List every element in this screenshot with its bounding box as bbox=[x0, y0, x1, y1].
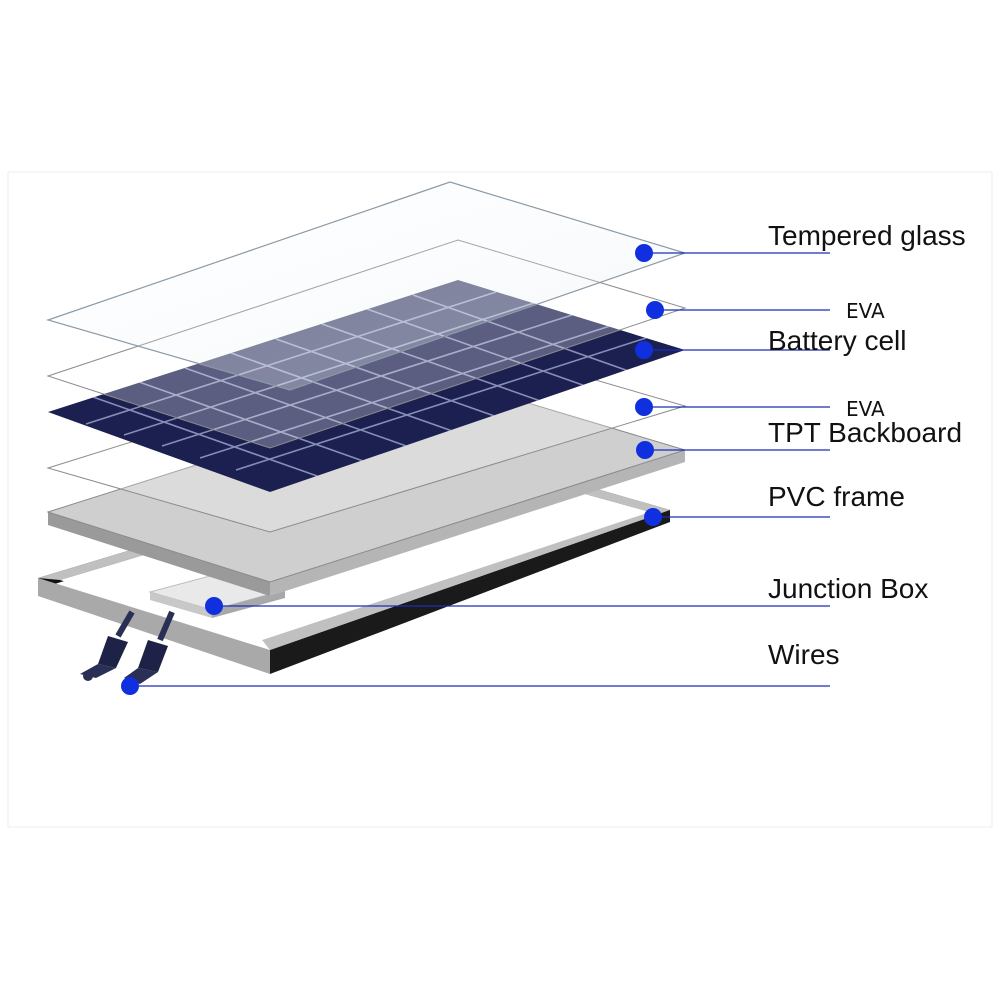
marker-dot-battery-cell bbox=[635, 341, 653, 359]
label-pvc-frame: PVC frame bbox=[768, 481, 905, 512]
label-junction-box: Junction Box bbox=[768, 573, 928, 604]
marker-dots bbox=[121, 244, 664, 695]
marker-dot-eva-bottom bbox=[635, 398, 653, 416]
label-eva-bottom: EVA bbox=[846, 397, 885, 421]
leader-lines bbox=[130, 252, 830, 687]
marker-dot-pvc-frame bbox=[644, 508, 662, 526]
label-eva-top: EVA bbox=[846, 299, 885, 323]
label-tpt-backboard: TPT Backboard bbox=[768, 417, 962, 448]
connector-plug-icon bbox=[80, 636, 128, 681]
marker-dot-junction-box bbox=[205, 597, 223, 615]
marker-dot-wires bbox=[121, 677, 139, 695]
marker-dot-tempered-glass bbox=[635, 244, 653, 262]
label-battery-cell: Battery cell bbox=[768, 325, 907, 356]
label-tempered-glass: Tempered glass bbox=[768, 220, 966, 251]
marker-dot-tpt-backboard bbox=[636, 441, 654, 459]
tpt-backboard bbox=[46, 381, 687, 596]
label-wires: Wires bbox=[768, 639, 840, 670]
marker-dot-eva-top bbox=[646, 301, 664, 319]
